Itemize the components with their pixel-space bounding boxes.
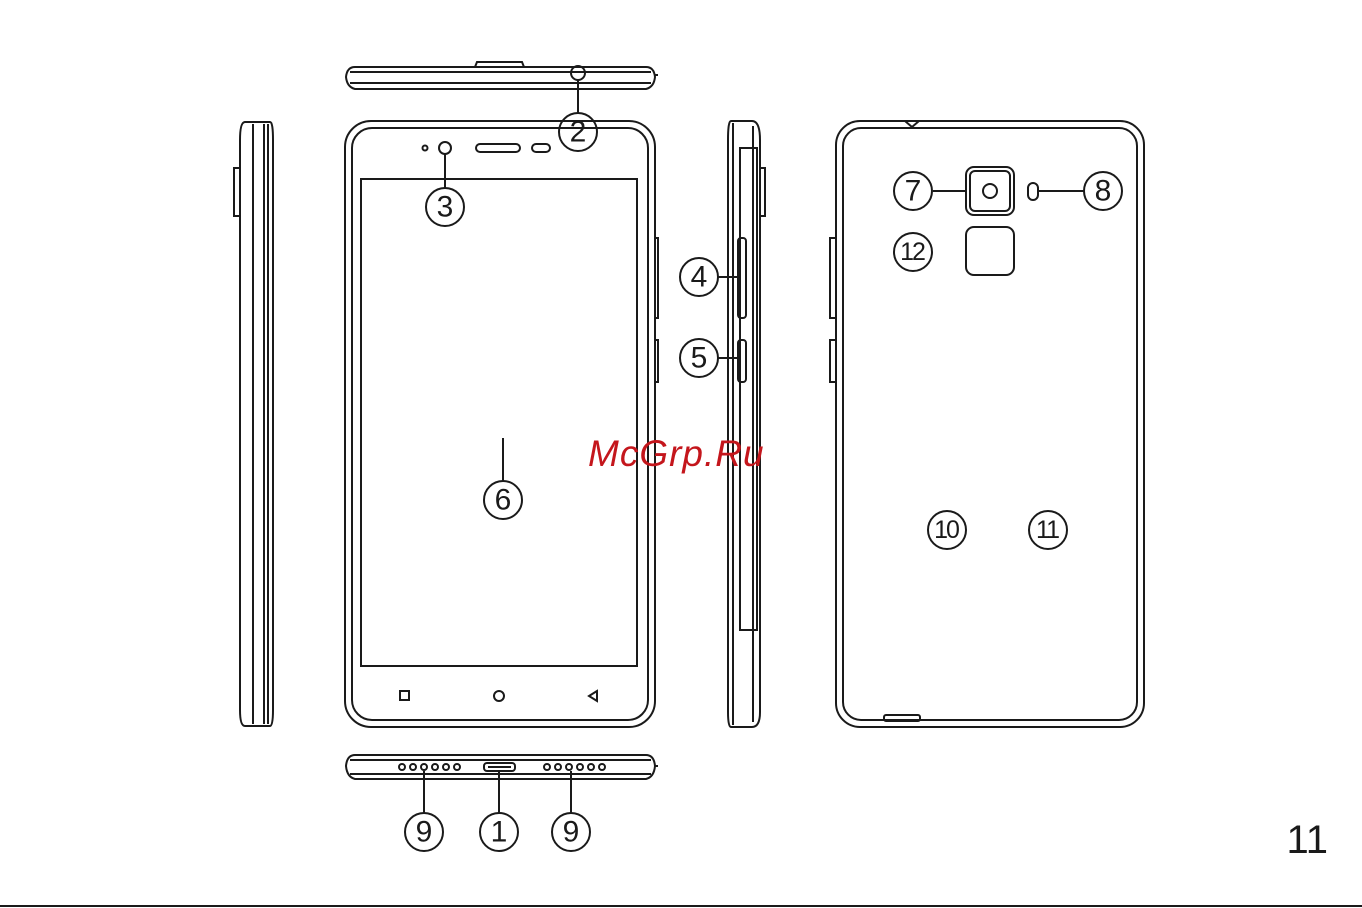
led-icon	[532, 144, 550, 152]
callout-6: 6	[495, 484, 512, 517]
callout-3: 3	[437, 191, 454, 224]
callout-10: 10	[934, 516, 959, 544]
phone-right-side-view	[728, 121, 765, 727]
callout-8: 8	[1095, 175, 1112, 208]
home-icon	[494, 691, 504, 701]
phone-back-view	[830, 121, 1144, 727]
callout-4: 4	[691, 261, 708, 294]
callout-11: 11	[1036, 516, 1059, 544]
front-camera-icon	[439, 142, 451, 154]
earpiece-icon	[476, 144, 520, 152]
phone-left-side-view	[234, 122, 273, 726]
callout-5: 5	[691, 342, 708, 375]
flash-icon	[1028, 183, 1038, 200]
watermark: McGrp.Ru	[588, 433, 765, 475]
phone-bottom-edge-view	[346, 755, 658, 779]
bottom-rule	[0, 905, 1362, 907]
proximity-sensor-icon	[423, 146, 428, 151]
speaker-grille-right	[544, 764, 605, 770]
callout-12: 12	[900, 238, 925, 266]
rear-camera-housing	[966, 167, 1014, 215]
callout-9-right: 9	[563, 816, 580, 849]
callout-numbers: 2 3 4 5 6 7 8 12 10 11 9 1 9	[416, 116, 1112, 849]
callout-7: 7	[905, 175, 922, 208]
callout-1: 1	[491, 816, 508, 849]
speaker-grille-left	[399, 764, 460, 770]
fingerprint-sensor	[966, 227, 1014, 275]
callout-circles	[405, 113, 1122, 851]
page-number: 11	[1286, 818, 1328, 863]
phone-top-edge-view	[346, 62, 658, 89]
recent-apps-icon	[400, 691, 409, 700]
phone-front-view	[345, 121, 658, 727]
callout-2: 2	[570, 116, 587, 149]
back-icon	[589, 691, 597, 701]
screen	[361, 179, 637, 666]
rear-camera-icon	[983, 184, 997, 198]
callout-9-left: 9	[416, 816, 433, 849]
